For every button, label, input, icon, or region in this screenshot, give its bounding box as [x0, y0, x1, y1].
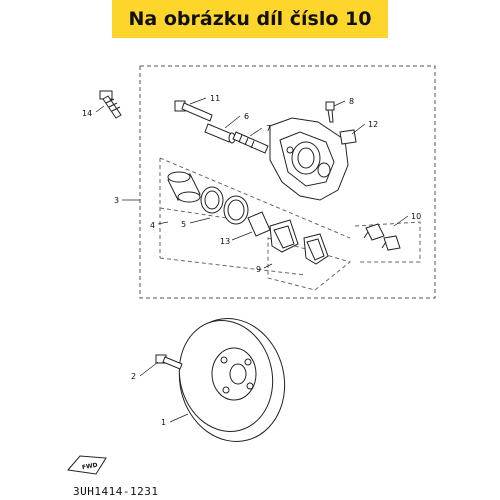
callout-13: 13	[220, 237, 230, 246]
part-2-disc-bolt	[155, 354, 183, 370]
part-12-cap	[339, 129, 357, 145]
part-10-clips	[363, 223, 401, 251]
callout-7: 7	[266, 124, 271, 133]
part-5-seals	[200, 186, 249, 225]
callout-4: 4	[150, 221, 155, 230]
part-8-bleed-screw	[325, 101, 335, 123]
callout-9: 9	[256, 265, 261, 274]
group-bracket-piston	[159, 157, 351, 276]
part-9-pads	[269, 219, 329, 265]
part-4-piston	[167, 171, 201, 203]
fwd-label: FWD	[82, 462, 99, 472]
callout-10: 10	[411, 212, 421, 221]
callout-14: 14	[82, 109, 92, 118]
callout-8: 8	[349, 97, 354, 106]
part-11-bolt	[174, 100, 213, 122]
diagram-code: 3UH1414-1231	[73, 485, 159, 498]
part-7-pin	[232, 131, 269, 154]
leader-lines	[95, 97, 409, 423]
fwd-arrow-icon: FWD	[67, 455, 107, 475]
header-title: Na obrázku díl číslo 10	[128, 8, 372, 30]
callout-12: 12	[368, 120, 378, 129]
part-6-sleeve	[204, 123, 236, 144]
part-14-bolt	[99, 90, 122, 119]
caliper-body	[269, 117, 349, 201]
callout-1: 1	[161, 418, 166, 427]
brake-disc	[178, 318, 286, 442]
callout-11: 11	[210, 94, 220, 103]
callout-3: 3	[114, 196, 119, 205]
callout-5: 5	[181, 220, 186, 229]
assembly-boundary	[139, 65, 436, 299]
group-bracket-clip	[354, 221, 421, 263]
header-banner: Na obrázku díl číslo 10	[112, 0, 388, 38]
callout-2: 2	[131, 372, 136, 381]
callout-6: 6	[244, 112, 249, 121]
